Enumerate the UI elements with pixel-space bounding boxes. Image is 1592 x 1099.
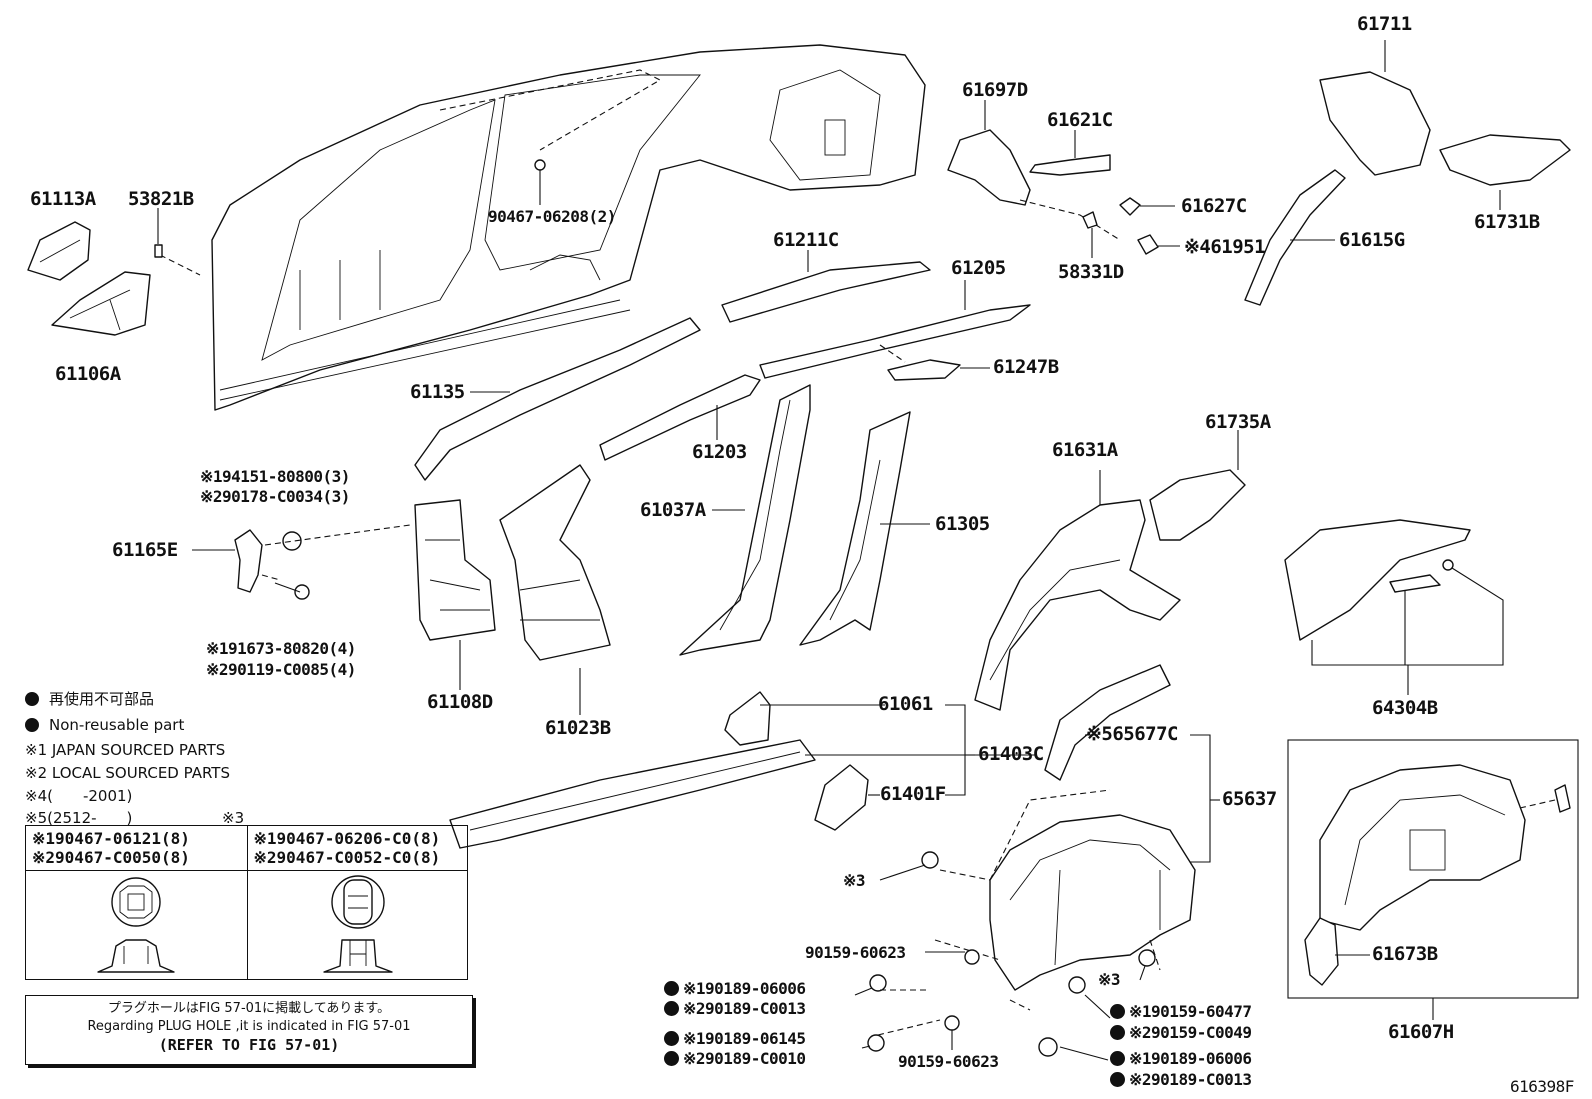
label-61711[interactable]: 61711 [1357,13,1412,35]
bracket-61106a-drawing [51,271,151,336]
label-64304b[interactable]: 64304B [1372,697,1438,719]
nonreusable-dot-icon [1110,1072,1125,1087]
clip-column-left: ※190467-06121(8) ※290467-C0050(8) [26,826,247,979]
label-94151-80800[interactable]: ※194151-80800(3) [200,467,350,486]
label-61621c[interactable]: 61621C [1047,109,1113,131]
label-65637[interactable]: 65637 [1222,788,1277,810]
label-61037a[interactable]: 61037A [640,499,706,521]
fender-liner-drawing [989,814,1196,991]
label-61697d[interactable]: 61697D [962,79,1028,101]
nonreusable-dot-icon [25,692,39,706]
label-61401f[interactable]: 61401F [880,783,946,805]
legend-note2: ※2 LOCAL SOURCED PARTS [25,764,230,782]
clip-table: ※190467-06121(8) ※290467-C0050(8) ※19046… [25,825,468,980]
label-61023b[interactable]: 61023B [545,717,611,739]
clip-right-text[interactable]: ※190467-06206-C0(8) ※290467-C0052-C0(8) [253,829,441,867]
oval-clip-icon [322,875,393,973]
label-61607h[interactable]: 61607H [1388,1021,1454,1043]
note-line-en: Regarding PLUG HOLE ,it is indicated in … [87,1019,411,1034]
bracket-61113a-drawing [27,221,91,281]
label-61165e[interactable]: 61165E [112,539,178,561]
label-90467-06208[interactable]: 90467-06208(2) [488,207,616,226]
label-90189-06006-a[interactable]: ※190189-06006 [664,980,806,998]
label-61627c[interactable]: 61627C [1181,195,1247,217]
legend-note5: ※5(2512- ) [25,809,133,827]
label-90189-06006-b[interactable]: ※190189-06006 [1110,1050,1252,1068]
nonreusable-dot-icon [1110,1004,1125,1019]
label-61631a[interactable]: 61631A [1052,439,1118,461]
clip-column-right: ※190467-06206-C0(8) ※290467-C0052-C0(8) [246,826,468,979]
table-header-star3: ※3 [222,809,245,827]
label-star3-a: ※3 [843,871,866,890]
label-61203[interactable]: 61203 [692,441,747,463]
plug-hole-note: プラグホールはFIG 57-01に掲載してあります。 Regarding PLU… [25,995,473,1065]
label-61673b[interactable]: 61673B [1372,943,1438,965]
label-61061[interactable]: 61061 [878,693,933,715]
label-61247b[interactable]: 61247B [993,356,1059,378]
label-61108d[interactable]: 61108D [427,691,493,713]
label-91673-80820[interactable]: ※191673-80820(4) [206,639,356,658]
label-53821b[interactable]: 53821B [128,188,194,210]
legend-note1: ※1 JAPAN SOURCED PARTS [25,741,226,759]
label-61615g[interactable]: 61615G [1339,229,1405,251]
label-61403c[interactable]: 61403C [978,743,1044,765]
label-90159-60623-b[interactable]: 90159-60623 [898,1052,999,1071]
note-line-jp: プラグホールはFIG 57-01に掲載してあります。 [107,1001,391,1016]
nonreusable-dot-icon [664,981,679,996]
label-90159-60477[interactable]: ※190159-60477 [1110,1003,1252,1021]
side-outer-panel-drawing [211,44,926,411]
label-90119-c0085[interactable]: ※290119-C0085(4) [206,660,356,679]
legend-nonreusable: Non-reusable part [25,716,184,734]
legend-note4: ※4( -2001) [25,787,133,805]
nonreusable-dot-icon [1110,1025,1125,1040]
label-90189-06145[interactable]: ※190189-06145 [664,1030,806,1048]
label-61951[interactable]: ※461951 [1184,236,1266,258]
clip-left-text[interactable]: ※190467-06121(8) ※290467-C0050(8) [32,829,190,867]
label-61205[interactable]: 61205 [951,257,1006,279]
label-61113a[interactable]: 61113A [30,188,96,210]
nonreusable-dot-icon [664,1051,679,1066]
nonreusable-dot-icon [664,1001,679,1016]
round-clip-icon [97,877,175,973]
label-90189-c0013-b[interactable]: ※290189-C0013 [1110,1071,1252,1089]
label-90159-60623-a[interactable]: 90159-60623 [805,943,906,962]
label-58331d[interactable]: 58331D [1058,261,1124,283]
legend-jp-nonreusable: 再使用不可部品 [25,690,154,708]
label-90189-c0010[interactable]: ※290189-C0010 [664,1050,806,1068]
nonreusable-dot-icon [25,718,39,732]
label-65677c[interactable]: ※565677C [1086,723,1179,745]
label-61731b[interactable]: 61731B [1474,211,1540,233]
label-61305[interactable]: 61305 [935,513,990,535]
label-61135[interactable]: 61135 [410,381,465,403]
nonreusable-dot-icon [1110,1051,1125,1066]
label-90189-c0013-a[interactable]: ※290189-C0013 [664,1000,806,1018]
label-61735a[interactable]: 61735A [1205,411,1271,433]
note-refer-link[interactable]: (REFER TO FIG 57-01) [158,1036,340,1054]
nonreusable-dot-icon [664,1031,679,1046]
label-61106a[interactable]: 61106A [55,363,121,385]
label-star3-b: ※3 [1098,970,1121,989]
label-61211c[interactable]: 61211C [773,229,839,251]
label-90178-c0034[interactable]: ※290178-C0034(3) [200,487,350,506]
diagram-id: 616398F [1510,1077,1574,1096]
label-90159-c0049[interactable]: ※290159-C0049 [1110,1024,1252,1042]
